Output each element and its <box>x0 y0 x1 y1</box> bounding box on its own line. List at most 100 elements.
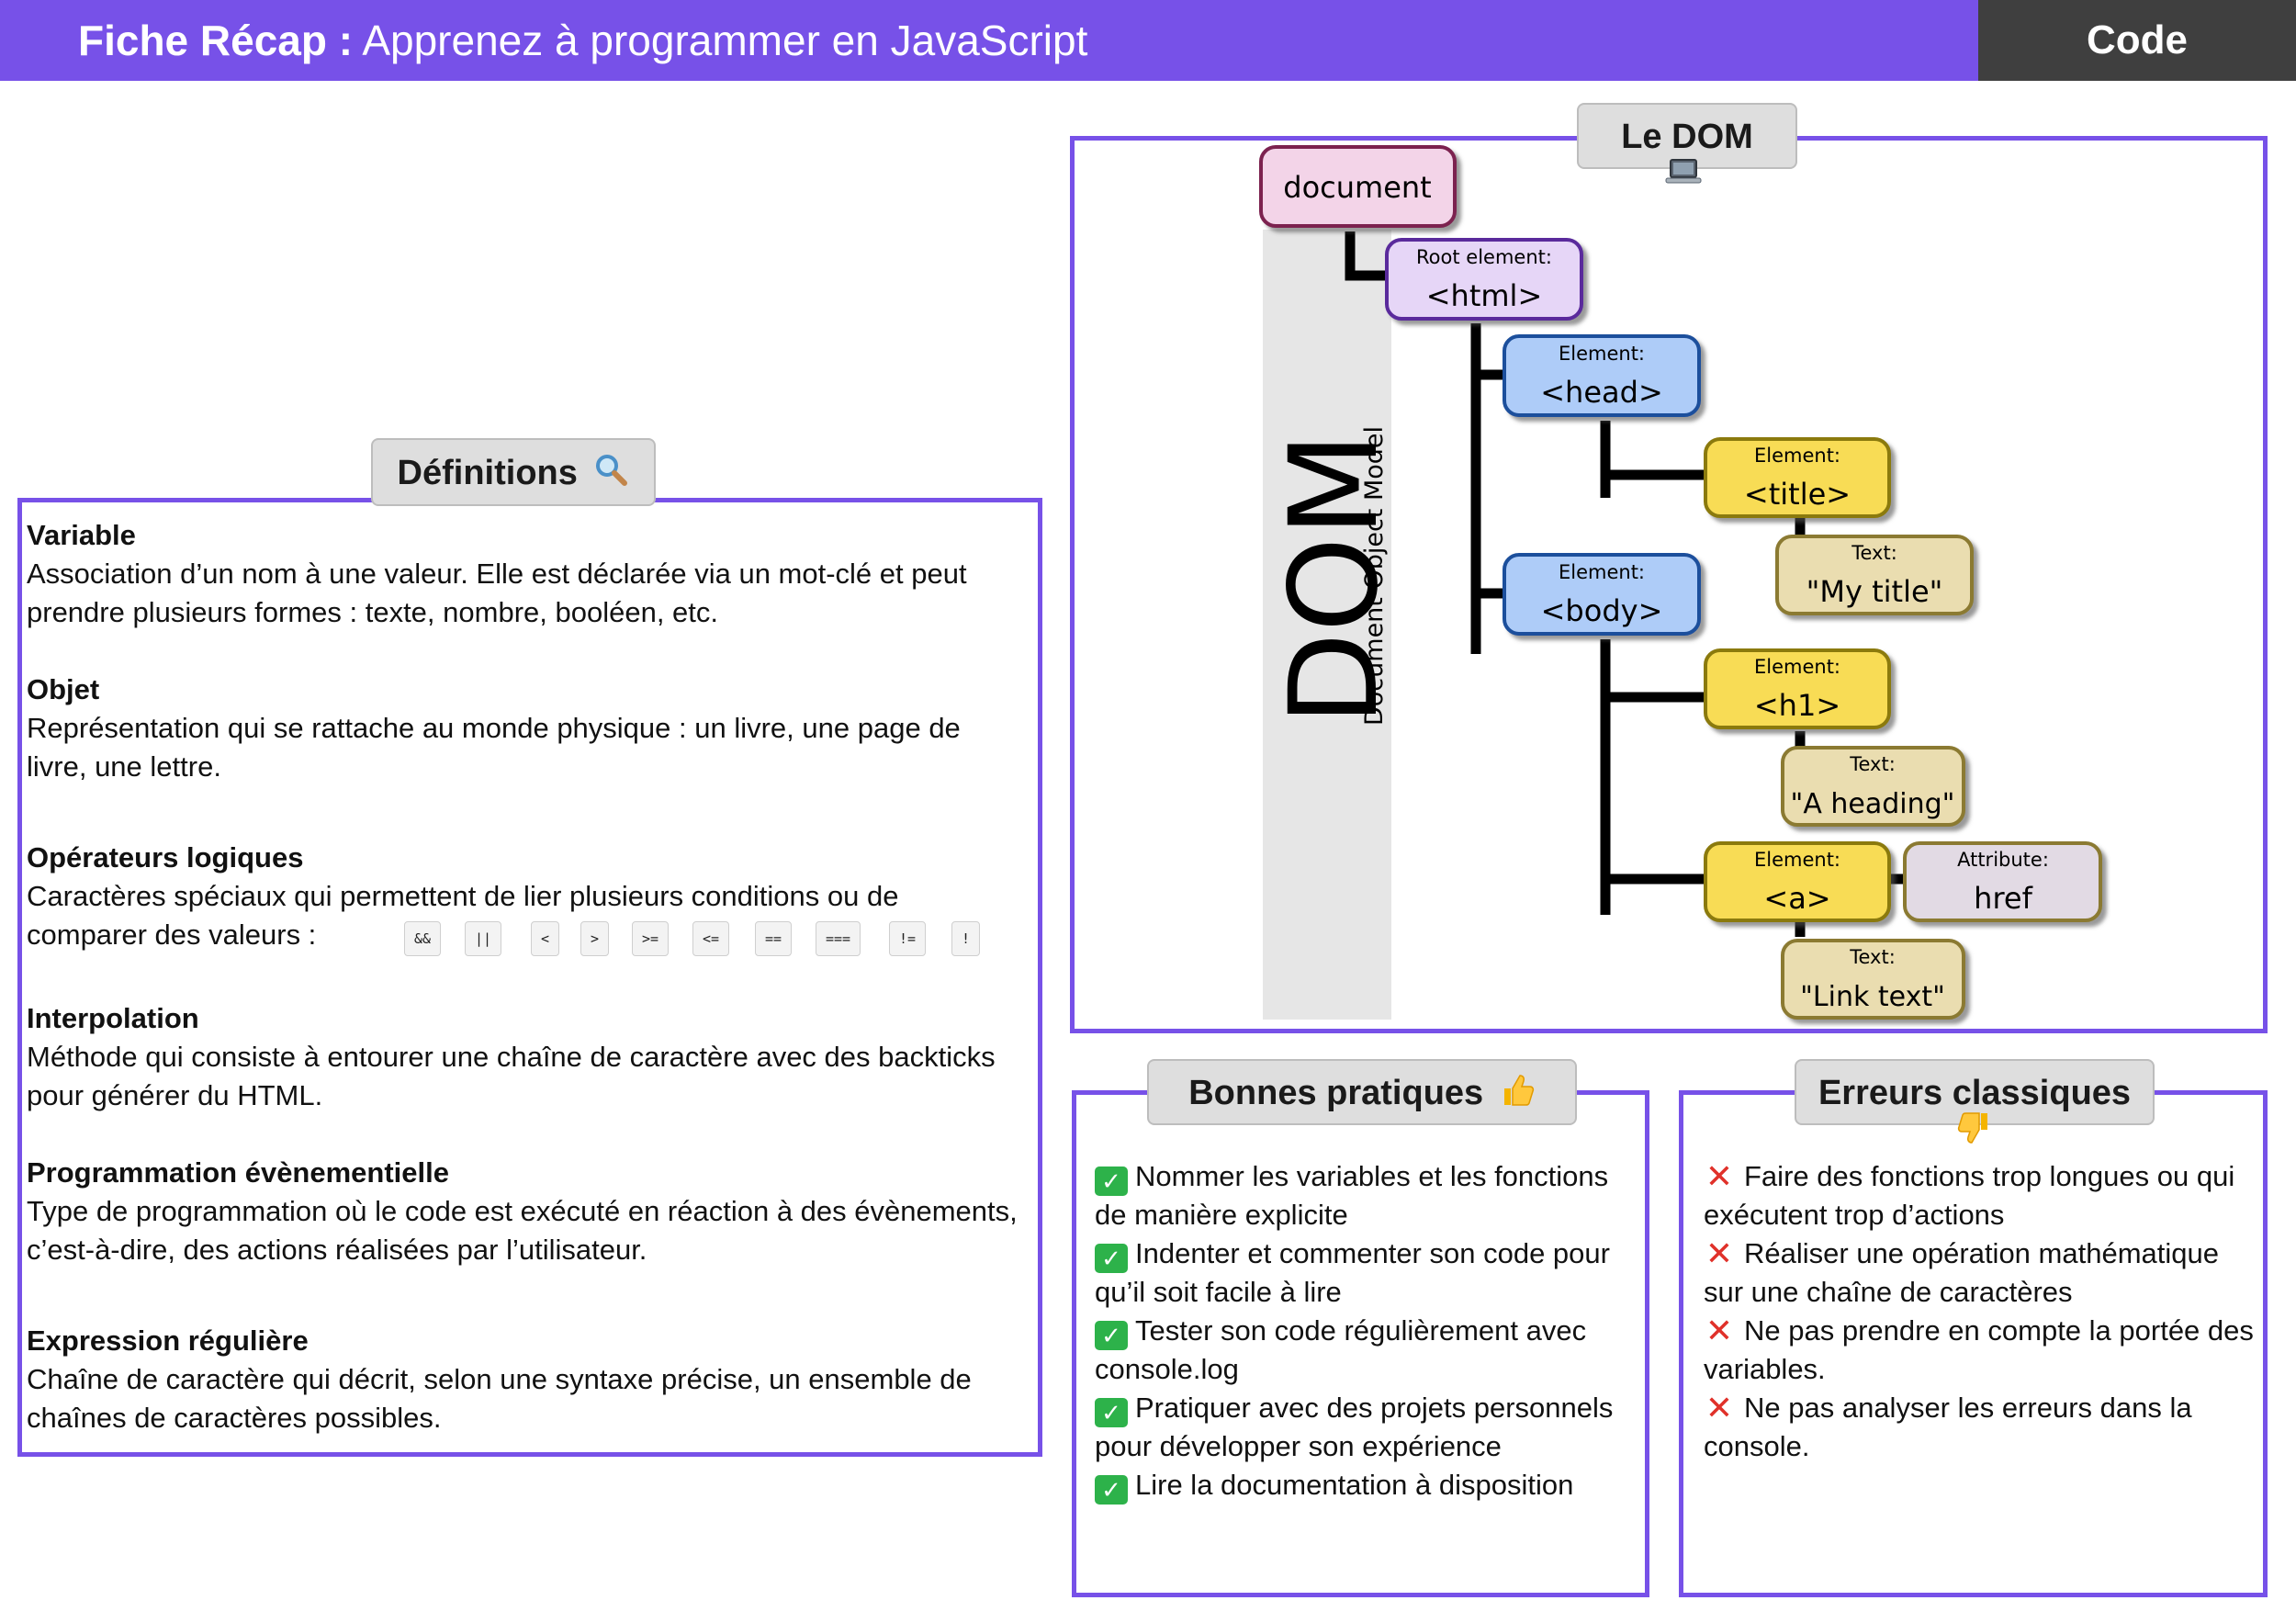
list-item-text: Nommer les variables et les fonctions de… <box>1095 1160 1609 1231</box>
check-icon: ✓ <box>1095 1475 1128 1505</box>
good-practices-panel: ✓Nommer les variables et les fonctions d… <box>1072 1090 1649 1597</box>
list-item-text: Ne pas prendre en compte la portée des v… <box>1704 1314 2254 1385</box>
page-title-text: Apprenez à programmer en JavaScript <box>353 17 1088 64</box>
definition-term: Interpolation <box>27 1002 199 1034</box>
dom-node-tag: <body> <box>1541 593 1663 628</box>
list-item: ✕Ne pas prendre en compte la portée des … <box>1704 1312 2266 1389</box>
dom-node-h1: Element: <h1> <box>1704 648 1891 729</box>
dom-node-a-attribute: Attribute: href <box>1903 841 2102 922</box>
thumbs-up-icon <box>1499 1065 1536 1130</box>
thumbs-down-icon <box>1956 1110 1993 1155</box>
list-item: ✓Indenter et commenter son code pour qu’… <box>1095 1234 1646 1312</box>
list-item: ✓Tester son code régulièrement avec cons… <box>1095 1312 1646 1389</box>
dom-node-tag: "My title" <box>1806 574 1943 609</box>
list-item: ✓Lire la documentation à disposition <box>1095 1466 1646 1505</box>
cross-icon: ✕ <box>1705 1234 1734 1272</box>
operator-chip: > <box>580 921 610 956</box>
good-practices-list: ✓Nommer les variables et les fonctions d… <box>1095 1157 1646 1505</box>
dom-node-tag: <h1> <box>1754 688 1840 723</box>
operator-chip: != <box>889 921 927 956</box>
definition-item: Programmation évènementielle Type de pro… <box>27 1154 1028 1269</box>
dom-node-a: Element: <a> <box>1704 841 1891 922</box>
good-practices-label-text: Bonnes pratiques <box>1188 1074 1484 1112</box>
page-title: Fiche Récap : Apprenez à programmer en J… <box>78 0 1087 81</box>
definition-item: Variable Association d’un nom à une vale… <box>27 516 1028 632</box>
definition-text: Association d’un nom à une valeur. Elle … <box>27 558 967 628</box>
operator-chip: >= <box>632 921 670 956</box>
definition-term: Variable <box>27 519 136 551</box>
definition-text: Méthode qui consiste à entourer une chaî… <box>27 1041 996 1111</box>
dom-node-a-text: Text: "Link text" <box>1781 939 1965 1020</box>
list-item: ✕Faire des fonctions trop longues ou qui… <box>1704 1157 2266 1234</box>
definitions-panel: Variable Association d’un nom à une vale… <box>17 498 1042 1457</box>
check-icon: ✓ <box>1095 1244 1128 1273</box>
dom-label-text: Le DOM <box>1621 118 1753 156</box>
dom-node-kind: Element: <box>1754 445 1840 467</box>
header-bar: Fiche Récap : Apprenez à programmer en J… <box>0 0 2296 81</box>
list-item-text: Tester son code régulièrement avec conso… <box>1095 1314 1587 1385</box>
dom-node-document: document <box>1259 145 1457 228</box>
definition-text: Type de programmation où le code est exé… <box>27 1195 1018 1266</box>
dom-node-tag: <a> <box>1763 881 1830 916</box>
dom-node-head: Element: <head> <box>1503 334 1701 417</box>
cross-icon: ✕ <box>1705 1157 1734 1195</box>
definition-text: Caractères spéciaux qui permettent de li… <box>27 880 899 951</box>
definitions-label-text: Définitions <box>397 454 578 492</box>
dom-node-tag: "A heading" <box>1791 788 1955 820</box>
classic-errors-label-text: Erreurs classiques <box>1818 1074 2132 1112</box>
dom-node-kind: Element: <box>1559 343 1645 365</box>
check-icon: ✓ <box>1095 1321 1128 1350</box>
list-item-text: Réaliser une opération mathématique sur … <box>1704 1237 2219 1308</box>
list-item: ✓Nommer les variables et les fonctions d… <box>1095 1157 1646 1234</box>
dom-node-title: Element: <title> <box>1704 437 1891 518</box>
operator-chip: && <box>404 921 442 956</box>
dom-node-html: Root element: <html> <box>1385 238 1583 321</box>
list-item-text: Faire des fonctions trop longues ou qui … <box>1704 1160 2235 1231</box>
cross-icon: ✕ <box>1705 1389 1734 1426</box>
dom-node-tag: <head> <box>1540 375 1663 410</box>
definition-item: Expression régulière Chaîne de caractère… <box>27 1322 1028 1437</box>
check-icon: ✓ <box>1095 1167 1128 1196</box>
definition-text: Chaîne de caractère qui décrit, selon un… <box>27 1363 972 1434</box>
operator-chip: === <box>816 921 861 956</box>
list-item-text: Lire la documentation à disposition <box>1135 1469 1574 1501</box>
dom-node-tag: <title> <box>1744 477 1851 512</box>
page-title-prefix: Fiche Récap : <box>78 17 354 64</box>
definition-term: Expression régulière <box>27 1324 309 1357</box>
dom-node-kind: Text: <box>1851 542 1897 564</box>
list-item-text: Pratiquer avec des projets personnels po… <box>1095 1392 1614 1462</box>
operator-chip: || <box>465 921 502 956</box>
laptop-icon <box>1665 158 1702 193</box>
dom-node-kind: Element: <box>1754 849 1840 871</box>
dom-subtitle: Document Object Model <box>1360 426 1389 726</box>
definition-term: Objet <box>27 673 100 705</box>
magnifier-icon <box>592 444 629 510</box>
dom-node-kind: Attribute: <box>1957 849 2049 871</box>
dom-tree-diagram: DOM Document Object Model document Root … <box>1259 145 2102 1020</box>
good-practices-label: Bonnes pratiques <box>1147 1059 1577 1125</box>
definition-item: Interpolation Méthode qui consiste à ent… <box>27 999 1028 1115</box>
operator-chip: ! <box>951 921 981 956</box>
classic-errors-list: ✕Faire des fonctions trop longues ou qui… <box>1704 1157 2266 1466</box>
dom-big-label: DOM <box>1264 433 1405 726</box>
dom-node-h1-text: Text: "A heading" <box>1781 746 1965 827</box>
dom-node-kind: Text: <box>1849 946 1896 968</box>
check-icon: ✓ <box>1095 1398 1128 1427</box>
dom-node-title-text: Text: "My title" <box>1775 535 1974 615</box>
dom-node-kind: Element: <box>1754 656 1840 678</box>
dom-connectors <box>1345 231 1903 937</box>
dom-node-body: Element: <body> <box>1503 553 1701 636</box>
list-item: ✕Réaliser une opération mathématique sur… <box>1704 1234 2266 1312</box>
category-tag: Code <box>1978 0 2296 81</box>
dom-node-kind: Text: <box>1849 753 1896 775</box>
dom-node-tag: href <box>1974 881 2032 916</box>
operator-chip: <= <box>692 921 730 956</box>
dom-node-kind: Root element: <box>1416 246 1552 268</box>
cross-icon: ✕ <box>1705 1312 1734 1349</box>
classic-errors-panel: ✕Faire des fonctions trop longues ou qui… <box>1679 1090 2268 1597</box>
definitions-label: Définitions <box>371 438 656 506</box>
operator-chip: < <box>531 921 560 956</box>
dom-node-tag: <html> <box>1426 278 1543 313</box>
dom-node-tag: "Link text" <box>1800 981 1945 1013</box>
dom-node-kind: Element: <box>1559 561 1645 583</box>
